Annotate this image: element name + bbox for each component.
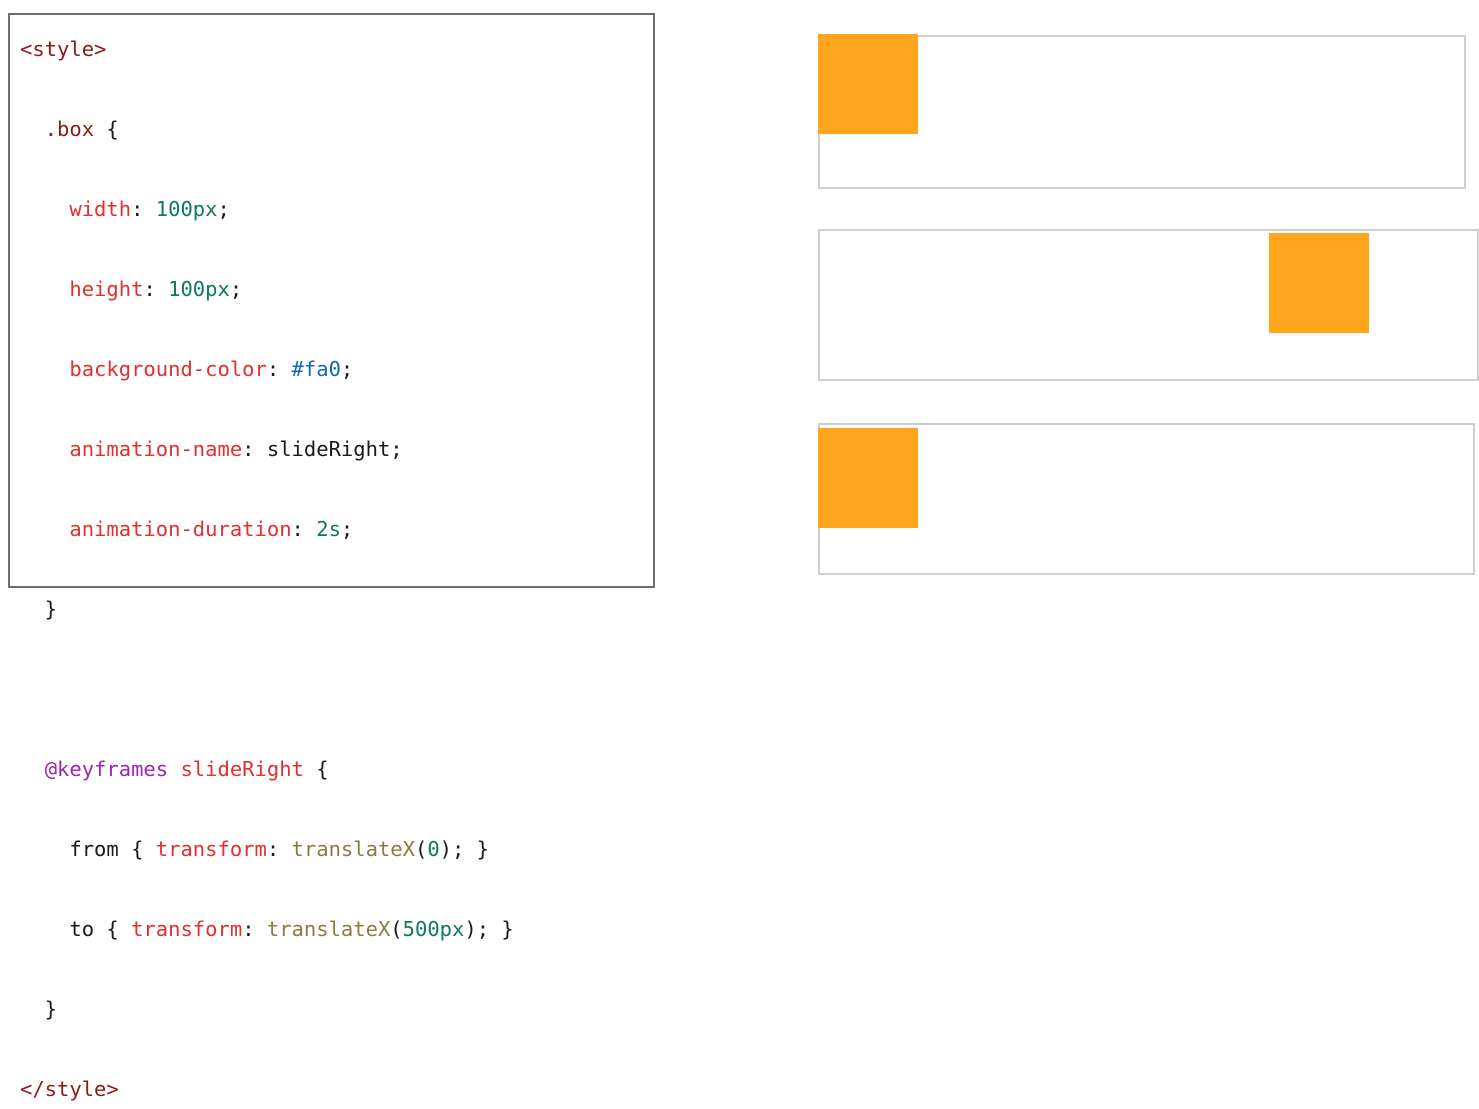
code-token-plain: from {	[20, 837, 156, 861]
code-token-value: 100px	[168, 277, 230, 301]
code-token-plain: }	[20, 997, 58, 1021]
code-token-plain	[20, 117, 45, 141]
code-token-plain	[168, 757, 180, 781]
code-token-plain: :	[291, 517, 317, 541]
code-token-prop: transform	[155, 837, 267, 861]
code-token-plain: :	[266, 837, 292, 861]
code-token-prop: transform	[131, 917, 243, 941]
code-token-plain: {	[303, 757, 329, 781]
code-token-plain: to {	[20, 917, 132, 941]
code-token-plain	[20, 757, 45, 781]
code-token-func: translateX	[291, 837, 415, 861]
code-line: animation-duration: 2s;	[20, 509, 653, 549]
code-token-plain: ;	[390, 437, 403, 461]
code-line: .box {	[20, 109, 653, 149]
code-token-prop: height	[69, 277, 144, 301]
code-token-plain: ;	[340, 517, 354, 541]
code-line: @keyframes slideRight {	[20, 749, 653, 789]
code-token-prop: animation-name	[69, 437, 243, 461]
code-token-plain	[20, 517, 69, 541]
code-token-plain: ;	[217, 197, 230, 221]
code-token-plain: }	[20, 597, 58, 621]
code-line: from { transform: translateX(0); }	[20, 829, 653, 869]
code-token-plain: (	[390, 917, 403, 941]
code-token-plain: ); }	[464, 917, 514, 941]
code-line: to { transform: translateX(500px); }	[20, 909, 653, 949]
code-line: width: 100px;	[20, 189, 653, 229]
code-line: height: 100px;	[20, 269, 653, 309]
code-token-func: translateX	[266, 917, 391, 941]
code-token-hex: #fa0	[291, 357, 341, 381]
preview-panel-animation-start	[818, 35, 1466, 189]
code-token-plain: ;	[340, 357, 354, 381]
code-line: }	[20, 589, 653, 629]
code-token-ident: slideRight	[266, 437, 391, 461]
code-token-plain: ;	[229, 277, 243, 301]
code-line: background-color: #fa0;	[20, 349, 653, 389]
code-token-tag: </style>	[20, 1077, 119, 1101]
animated-orange-box-reset	[818, 428, 918, 528]
code-token-tag: <style>	[20, 37, 107, 61]
code-token-plain: :	[131, 197, 156, 221]
code-token-plain: :	[143, 277, 169, 301]
code-token-prop: background-color	[69, 357, 267, 381]
code-token-num: 0	[427, 837, 440, 861]
code-token-plain	[20, 277, 69, 301]
code-token-value: 2s	[316, 517, 341, 541]
animated-orange-box-start	[818, 34, 918, 134]
code-line: </style>	[20, 1069, 653, 1109]
code-line: }	[20, 989, 653, 1029]
code-token-plain: :	[242, 917, 267, 941]
code-token-prop: width	[69, 197, 132, 221]
code-listing: <style> .box { width: 100px; height: 100…	[10, 15, 653, 1109]
code-token-num: 500px	[402, 917, 465, 941]
code-line: animation-name: slideRight;	[20, 429, 653, 469]
preview-panel-animation-reset	[818, 423, 1475, 575]
preview-panel-animation-end	[818, 229, 1479, 381]
code-token-plain	[20, 357, 69, 381]
code-token-selector: .box	[44, 117, 95, 141]
code-token-prop: slideRight	[180, 757, 304, 781]
code-token-prop: animation-duration	[69, 517, 292, 541]
code-token-atrule: @keyframes	[44, 757, 169, 781]
css-code-panel: <style> .box { width: 100px; height: 100…	[8, 13, 655, 1101]
code-token-plain: {	[94, 117, 119, 141]
code-token-plain: :	[242, 437, 267, 461]
animated-orange-box-end	[1269, 233, 1369, 333]
code-token-plain: ); }	[439, 837, 490, 861]
code-line	[20, 669, 653, 709]
code-token-plain	[20, 437, 69, 461]
code-token-value: 100px	[155, 197, 218, 221]
code-line: <style>	[20, 29, 653, 69]
code-token-plain	[20, 197, 69, 221]
code-token-plain: :	[266, 357, 292, 381]
code-token-plain: (	[414, 837, 428, 861]
